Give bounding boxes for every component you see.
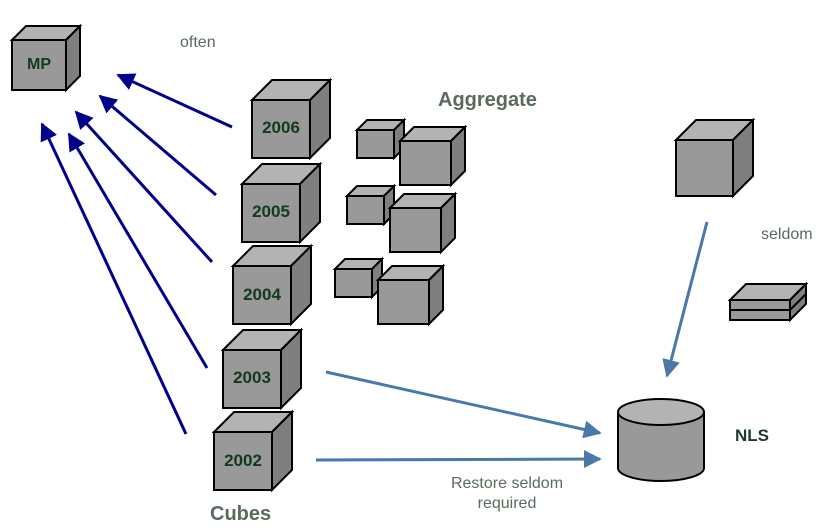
- aggregate-cube-2006-large: [397, 124, 468, 188]
- nls-database-icon: [617, 398, 705, 482]
- restore-note-line1: Restore seldom: [450, 475, 564, 492]
- cubes-label: Cubes: [210, 503, 272, 525]
- arrow-2004-to-mp: [74, 110, 214, 264]
- often-arrows: [40, 73, 233, 435]
- stacked-slab: [727, 281, 809, 323]
- nls-label: NLS: [735, 426, 769, 445]
- aggregate-cube-2005-large: [387, 191, 458, 255]
- cube-2004: [230, 243, 314, 327]
- arrow-archive-to-nls: [662, 221, 709, 378]
- cube-label-2004: 2004: [243, 285, 281, 304]
- cube-label-2006: 2006: [262, 118, 300, 137]
- aggregate-cube-2004-large: [375, 263, 446, 327]
- cube-label-2003: 2003: [233, 368, 271, 387]
- arrow-2006-to-mp: [116, 73, 233, 129]
- cube-label-2005: 2005: [252, 202, 290, 221]
- restore-note: Restore seldom required: [432, 474, 582, 514]
- aggregate-cube-2006-small: [354, 117, 407, 161]
- mp-label: MP: [27, 56, 51, 73]
- aggregate-cube-2005-small: [344, 183, 397, 227]
- arrow-2005-to-mp: [98, 94, 217, 197]
- arrow-2003-to-mp: [67, 132, 209, 369]
- aggregate-label: Aggregate: [438, 89, 537, 111]
- arrow-2002-to-mp: [40, 122, 188, 435]
- mp-cube: [9, 23, 83, 93]
- cube-2006: [249, 77, 333, 161]
- arrow-2002-to-nls: [315, 450, 602, 469]
- seldom-label: seldom: [761, 226, 813, 243]
- cube-2005: [239, 161, 323, 245]
- often-label: often: [180, 34, 216, 51]
- nls-arrows: [315, 221, 709, 469]
- cube-2002: [211, 409, 295, 493]
- aggregate-cube-2004-small: [332, 256, 385, 300]
- arrow-2003-to-nls: [325, 370, 602, 439]
- restore-note-line2: required: [477, 495, 537, 512]
- cube-label-2002: 2002: [224, 451, 262, 470]
- archive-cube: [673, 117, 756, 199]
- cube-2003: [220, 327, 304, 411]
